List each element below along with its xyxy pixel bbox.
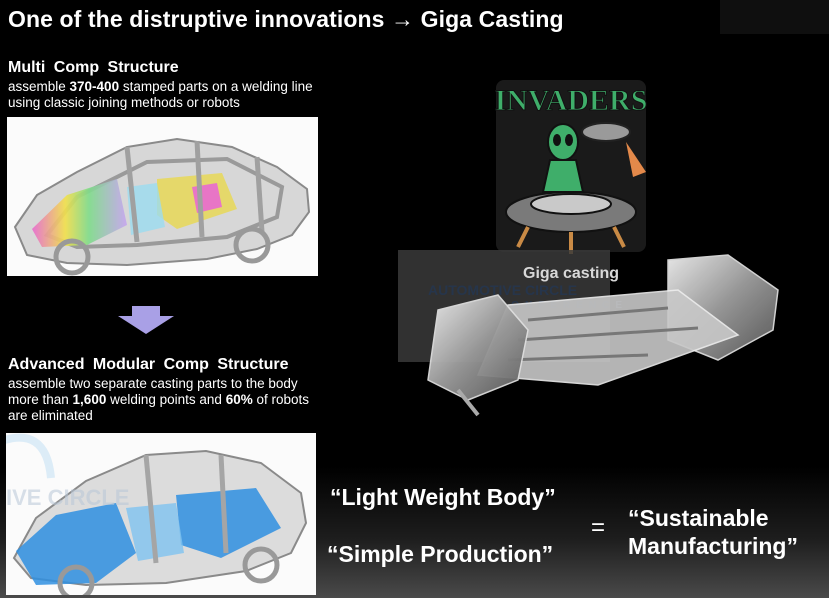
slide-title: One of the distruptive innovations → Gig… [8,6,564,32]
giga-casting-label: Giga casting [523,265,620,282]
advanced-comp-heading: Advanced Modular Comp Structure [8,356,289,373]
watermark-text-main: AUTOMOTIVE CIRCLE [428,282,578,298]
quote-manufacturing: Manufacturing” [628,533,798,559]
robots-percent: 60% [225,392,253,407]
invaders-poster-art: INVADERS [494,80,648,254]
advanced-desc-mid: welding points and [106,392,226,407]
down-arrow-icon [118,306,174,334]
multi-comp-desc-2: using classic joining methods or robots [8,95,240,110]
quote-sustainable: “Sustainable [628,505,769,531]
invaders-poster: INVADERS [488,72,654,260]
multi-desc-text-end: stamped parts on a welding line [119,79,313,94]
poster-title-text: INVADERS [495,84,648,117]
multi-comp-car-image [7,117,318,276]
multi-comp-desc-1: assemble 370-400 stamped parts on a weld… [8,79,313,95]
multi-comp-heading: Multi Comp Structure [8,59,179,76]
quote-simple-production: “Simple Production” [327,541,554,567]
corner-box [720,0,829,34]
multi-desc-text: assemble [8,79,70,94]
advanced-comp-car-image: IVE CIRCLE [6,433,316,595]
advanced-comp-desc-2: more than 1,600 welding points and 60% o… [8,392,309,408]
welding-points-count: 1,600 [72,392,107,407]
quote-light-weight-body: “Light Weight Body” [330,484,556,510]
advanced-comp-car-drawing: IVE CIRCLE [6,433,316,595]
multi-comp-car-drawing [7,117,318,276]
equals-sign: = [591,514,606,541]
advanced-comp-desc-1: assemble two separate casting parts to t… [8,376,298,391]
advanced-desc-end: of robots [252,392,309,407]
giga-casting-image [398,250,783,420]
watermark-text-left: IVE CIRCLE [6,485,129,510]
giga-casting-drawing [427,254,779,417]
multi-parts-count: 370-400 [69,79,120,94]
advanced-comp-desc-3: are eliminated [8,408,93,423]
advanced-desc-text: more than [8,392,73,407]
